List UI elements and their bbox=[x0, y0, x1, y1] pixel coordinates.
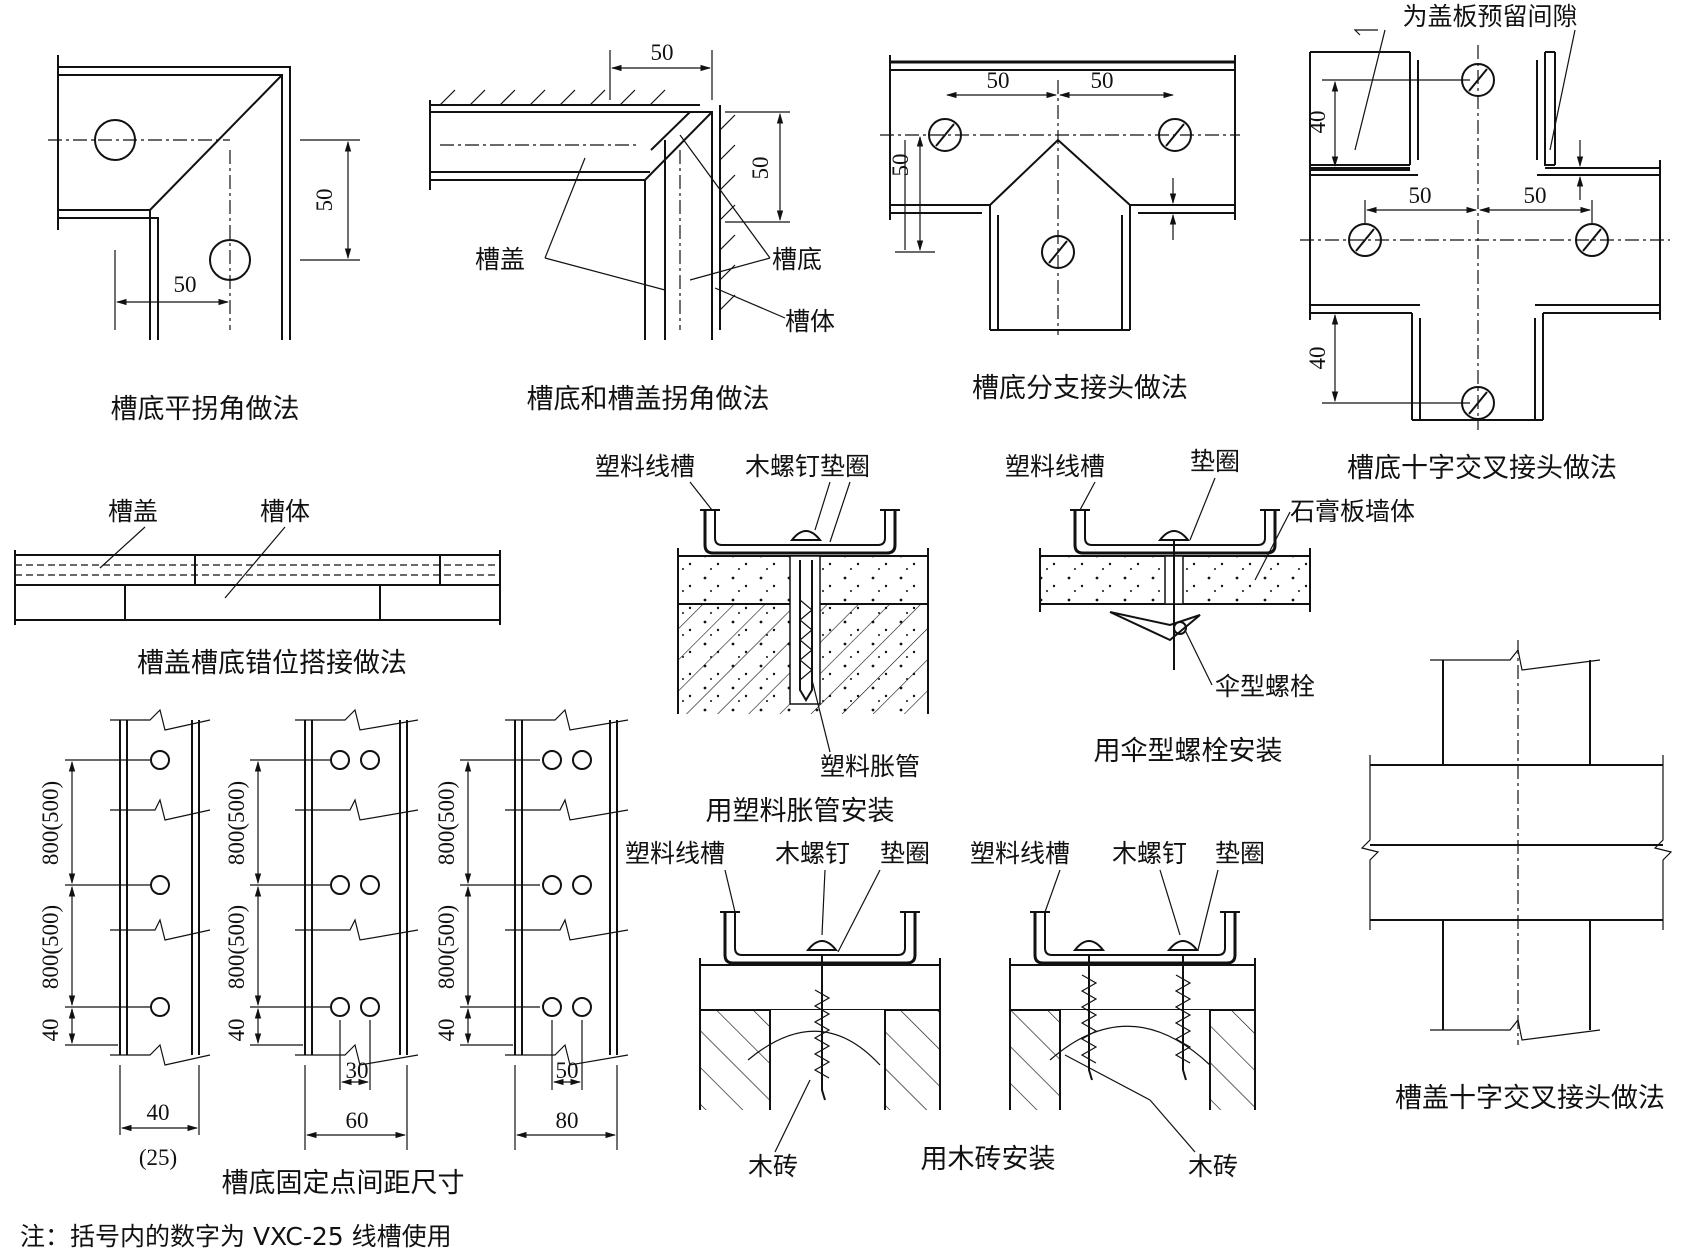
caption-branch-joint: 槽底分支接头做法 bbox=[972, 373, 1188, 404]
fixing-strip-60: 800(500) 800(500) 40 30 60 bbox=[224, 708, 419, 1150]
cross-dim-left: 50 bbox=[1409, 183, 1432, 208]
lap-label-body: 槽体 bbox=[260, 497, 310, 526]
spacing-40-b: 40 bbox=[224, 1019, 249, 1042]
cover-cross-joint-detail: 槽盖十字交叉接头做法 bbox=[1360, 640, 1673, 1114]
spacing-800-a1: 800(500) bbox=[38, 781, 63, 865]
spacing-800-c1: 800(500) bbox=[434, 781, 459, 865]
spacing-800-a2: 800(500) bbox=[38, 905, 63, 989]
brick-right-label-washer: 垫圈 bbox=[1215, 839, 1265, 868]
brick-right-label-wood-brick: 木砖 bbox=[1188, 1152, 1238, 1181]
caption-umbrella-install: 用伞型螺栓安装 bbox=[1094, 736, 1283, 767]
cross-dim-top-40: 40 bbox=[1305, 111, 1330, 134]
branch-dim-left: 50 bbox=[987, 68, 1010, 93]
corner-dim-horizontal: 50 bbox=[651, 40, 674, 65]
width-60: 60 bbox=[346, 1108, 369, 1133]
expansion-label-trunking: 塑料线槽 bbox=[595, 452, 695, 481]
spacing-800-c2: 800(500) bbox=[434, 905, 459, 989]
cross-dim-bottom-40: 40 bbox=[1305, 347, 1330, 370]
flat-corner-detail: 50 50 槽底平拐角做法 bbox=[48, 55, 360, 425]
lap-label-cover: 槽盖 bbox=[108, 497, 158, 526]
width-30: 30 bbox=[346, 1058, 369, 1083]
branch-joint-detail: 50 50 50 槽底分支接头做法 bbox=[880, 55, 1240, 404]
caption-fixing-spacing: 槽底固定点间距尺寸 bbox=[222, 1168, 465, 1199]
spacing-40-c: 40 bbox=[434, 1019, 459, 1042]
width-40: 40 bbox=[147, 1100, 170, 1125]
umbrella-label-trunking: 塑料线槽 bbox=[1005, 452, 1105, 481]
brick-left-label-trunking: 塑料线槽 bbox=[625, 839, 725, 868]
corner-dim-vertical: 50 bbox=[748, 157, 773, 180]
footnote: 注：括号内的数字为 VXC-25 线槽使用 bbox=[20, 1222, 452, 1251]
spacing-800-b2: 800(500) bbox=[224, 905, 249, 989]
expansion-anchor-install-detail: 塑料线槽 木螺钉垫圈 塑料胀管 用塑料胀管安装 bbox=[595, 452, 929, 827]
caption-expansion-install: 用塑料胀管安装 bbox=[706, 796, 895, 827]
umbrella-label-gypsum: 石膏板墙体 bbox=[1290, 497, 1415, 526]
brick-right-label-screw: 木螺钉 bbox=[1112, 839, 1187, 868]
brick-left-label-screw: 木螺钉 bbox=[775, 839, 850, 868]
caption-flat-corner: 槽底平拐角做法 bbox=[111, 394, 300, 425]
flat-corner-dim-vertical: 50 bbox=[312, 189, 337, 212]
caption-bottom-cover-corner: 槽底和槽盖拐角做法 bbox=[527, 384, 770, 415]
branch-dim-vertical: 50 bbox=[888, 154, 913, 177]
label-gap-for-cover: 为盖板预留间隙 bbox=[1402, 2, 1577, 31]
bottom-cover-corner-detail: 50 50 槽盖 槽底 槽体 槽底和槽盖拐角做法 bbox=[429, 40, 835, 415]
brick-right-label-trunking: 塑料线槽 bbox=[970, 839, 1070, 868]
umbrella-bolt-install-detail: 塑料线槽 垫圈 石膏板墙体 伞型螺栓 用伞型螺栓安装 bbox=[1005, 447, 1415, 767]
spacing-800-b1: 800(500) bbox=[224, 781, 249, 865]
width-80: 80 bbox=[556, 1108, 579, 1133]
caption-staggered-lap: 槽盖槽底错位搭接做法 bbox=[137, 648, 407, 679]
cross-joint-bottom-detail: 50 50 40 40 为盖板预留间隙 槽底十字交叉接头做法 bbox=[1300, 2, 1670, 484]
caption-wood-brick-install: 用木砖安装 bbox=[921, 1144, 1056, 1175]
label-body: 槽体 bbox=[785, 307, 835, 336]
label-bottom: 槽底 bbox=[772, 245, 822, 274]
width-50: 50 bbox=[556, 1058, 579, 1083]
staggered-lap-detail: 槽盖 槽体 槽盖槽底错位搭接做法 bbox=[14, 497, 501, 679]
expansion-label-screw-washer: 木螺钉垫圈 bbox=[745, 452, 870, 481]
umbrella-label-washer: 垫圈 bbox=[1190, 447, 1240, 476]
umbrella-label-bolt: 伞型螺栓 bbox=[1215, 672, 1315, 701]
cross-dim-right: 50 bbox=[1524, 183, 1547, 208]
fixing-strip-80: 800(500) 800(500) 40 50 80 bbox=[434, 708, 629, 1150]
label-cover: 槽盖 bbox=[475, 245, 525, 274]
caption-cover-cross-joint: 槽盖十字交叉接头做法 bbox=[1395, 1083, 1665, 1114]
fixing-strip-40: 800(500) 800(500) 40 40 (25) bbox=[38, 708, 211, 1170]
flat-corner-dim-horizontal: 50 bbox=[174, 272, 197, 297]
caption-cross-joint-bottom: 槽底十字交叉接头做法 bbox=[1347, 453, 1617, 484]
width-25: (25) bbox=[139, 1145, 177, 1170]
fixing-spacing-detail: 800(500) 800(500) 40 40 (25) bbox=[38, 708, 629, 1199]
brick-left-label-wood-brick: 木砖 bbox=[748, 1152, 798, 1181]
branch-dim-right: 50 bbox=[1091, 68, 1114, 93]
wood-brick-install-detail: 塑料线槽 木螺钉 垫圈 木砖 塑料线槽 木螺钉 垫圈 木砖 bbox=[625, 839, 1265, 1181]
spacing-40-a: 40 bbox=[38, 1019, 63, 1042]
brick-left-label-washer: 垫圈 bbox=[880, 839, 930, 868]
expansion-label-anchor: 塑料胀管 bbox=[820, 752, 920, 781]
